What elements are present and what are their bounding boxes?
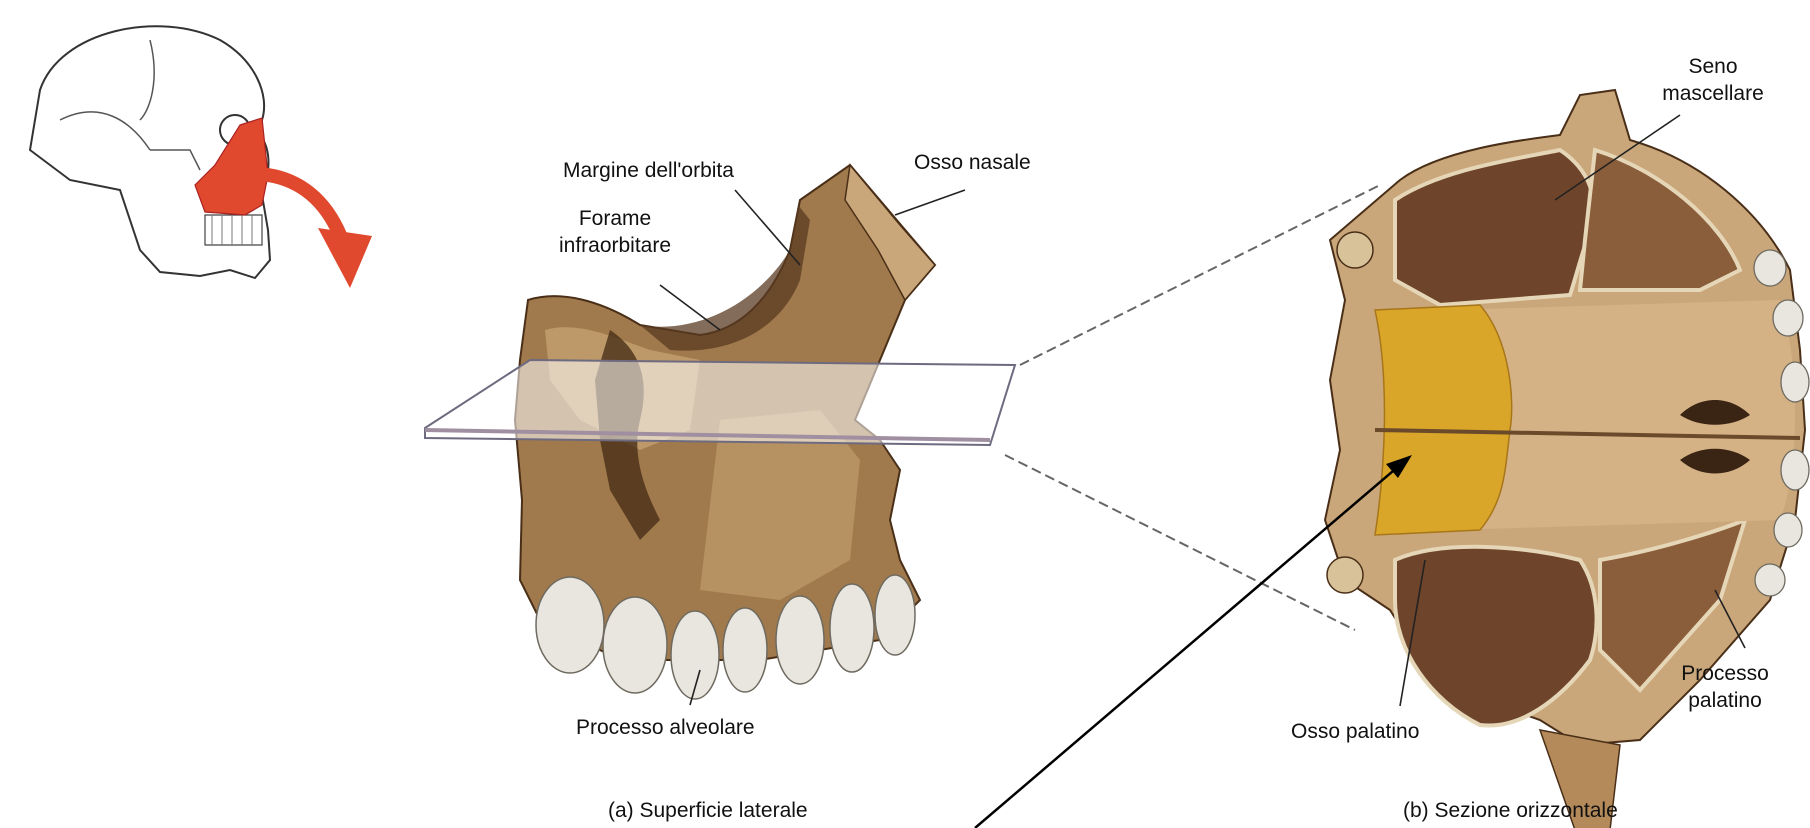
label-seno-line2: mascellare — [1648, 80, 1778, 107]
label-processo-palatino-line2: palatino — [1665, 687, 1785, 714]
label-forame-line1: Forame — [540, 205, 690, 232]
pointer-arrow — [975, 455, 1412, 828]
label-seno-mascellare: Seno mascellare — [1648, 53, 1778, 107]
skull-thumbnail — [30, 26, 372, 288]
projection-lines — [1005, 185, 1380, 630]
label-forame-infraorbitare: Forame infraorbitare — [540, 205, 690, 259]
leader-forame — [660, 285, 720, 330]
label-processo-palatino: Processo palatino — [1665, 660, 1785, 714]
section-plane — [425, 360, 1015, 445]
label-osso-palatino: Osso palatino — [1291, 718, 1419, 745]
caption-superficie-laterale: (a) Superficie laterale — [608, 797, 808, 824]
leader-margine-orbita — [735, 190, 800, 265]
label-processo-alveolare: Processo alveolare — [576, 714, 755, 741]
caption-sezione-orizzontale: (b) Sezione orizzontale — [1403, 797, 1618, 824]
label-processo-palatino-line1: Processo — [1665, 660, 1785, 687]
label-seno-line1: Seno — [1648, 53, 1778, 80]
label-osso-nasale: Osso nasale — [914, 149, 1031, 176]
label-margine-orbita: Margine dell'orbita — [563, 157, 734, 184]
leader-osso-nasale — [895, 190, 965, 215]
label-forame-line2: infraorbitare — [540, 232, 690, 259]
